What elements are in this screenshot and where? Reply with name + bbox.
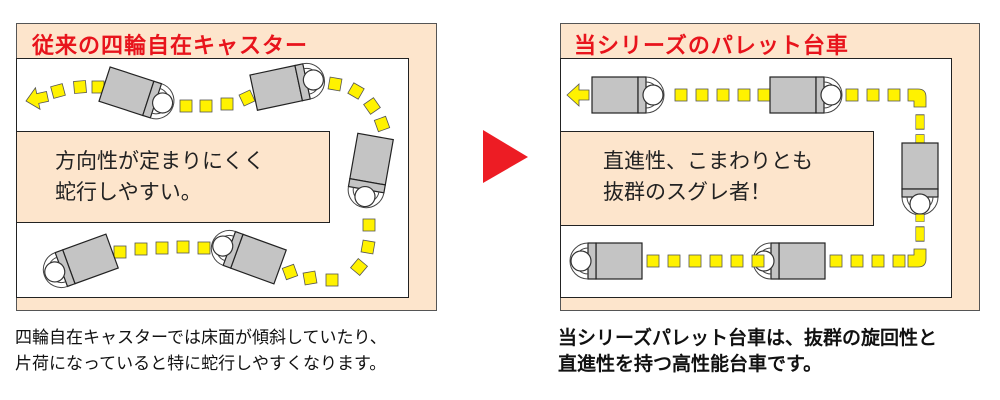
cart-icon <box>98 66 180 125</box>
left-caption: 四輪自在キャスターでは床面が傾斜していたり、 片荷になっていると特に蛇行しやすく… <box>15 325 387 377</box>
path-dash <box>350 258 368 276</box>
path-dash <box>362 218 376 232</box>
path-dash <box>667 254 681 268</box>
cart-icon <box>205 224 287 285</box>
path-dash <box>238 89 256 107</box>
left-description-box: 方向性が定まりにくく 蛇行しやすい。 <box>16 131 330 223</box>
path-dash <box>179 99 193 113</box>
path-dash <box>281 263 299 281</box>
path-dash <box>327 76 343 92</box>
path-dash <box>363 97 381 115</box>
path-dash <box>829 254 843 268</box>
path-dash <box>730 254 744 268</box>
path-dash <box>915 114 925 130</box>
path-dash <box>887 88 901 102</box>
right-panel-title: 当シリーズのパレット台車 <box>574 34 849 59</box>
cart-icon <box>344 132 394 212</box>
right-caption-line-1: 当シリーズパレット台車は、抜群の旋回性と <box>558 327 938 349</box>
path-dash <box>716 88 730 102</box>
left-path-arrow-icon <box>23 85 51 113</box>
path-dash <box>695 88 709 102</box>
path-dash <box>688 254 702 268</box>
path-dash <box>176 240 190 254</box>
right-straight-path <box>566 76 939 280</box>
path-dash <box>73 80 87 94</box>
right-triangle-arrow-icon <box>483 130 528 183</box>
path-corner <box>907 248 927 268</box>
path-dash <box>360 239 376 255</box>
path-dash <box>892 254 906 268</box>
left-winding-path <box>23 59 394 294</box>
right-caption-line-2: 直進性を持つ高性能台車です。 <box>558 353 823 375</box>
right-description-line-1: 直進性、こまわりとも <box>603 149 813 173</box>
path-dash <box>50 83 66 99</box>
cart-icon <box>569 242 643 280</box>
path-dash <box>646 254 660 268</box>
left-description-line-1: 方向性が定まりにくく <box>55 149 265 173</box>
path-dash <box>325 273 339 287</box>
path-dash <box>871 254 885 268</box>
path-dash <box>113 245 127 259</box>
path-dash <box>197 241 211 255</box>
path-dash <box>155 241 169 255</box>
cart-icon <box>249 59 329 111</box>
path-dash <box>751 254 765 268</box>
path-dash <box>674 88 688 102</box>
right-caption: 当シリーズパレット台車は、抜群の旋回性と 直進性を持つ高性能台車です。 <box>558 325 937 377</box>
path-dash <box>373 115 391 133</box>
path-dash <box>850 254 864 268</box>
cart-icon <box>37 233 119 294</box>
path-dash <box>915 226 925 242</box>
path-dash <box>915 214 925 222</box>
cart-icon <box>769 76 843 114</box>
cart-icon <box>591 76 665 114</box>
left-description-line-2: 蛇行しやすい。 <box>55 180 202 204</box>
path-corner <box>907 88 927 108</box>
path-dash <box>134 242 148 256</box>
path-dash <box>347 82 365 100</box>
path-dash <box>199 99 213 113</box>
path-dash <box>866 88 880 102</box>
right-path-arrow-icon <box>566 83 590 107</box>
path-dash <box>709 254 723 268</box>
path-dash <box>737 88 751 102</box>
left-panel-title: 従来の四輪自在キャスター <box>32 34 309 59</box>
left-caption-line-2: 片荷になっていると特に蛇行しやすくなります。 <box>15 354 387 374</box>
path-dash <box>220 97 234 111</box>
left-caption-line-1: 四輪自在キャスターでは床面が傾斜していたり、 <box>15 328 387 348</box>
right-description-box: 直進性、こまわりとも 抜群のスグレ者！ <box>560 131 874 226</box>
right-description-line-2: 抜群のスグレ者！ <box>603 180 771 204</box>
cart-icon <box>901 142 939 216</box>
path-dash <box>757 88 771 102</box>
path-dash <box>302 270 318 286</box>
path-dash <box>845 88 859 102</box>
